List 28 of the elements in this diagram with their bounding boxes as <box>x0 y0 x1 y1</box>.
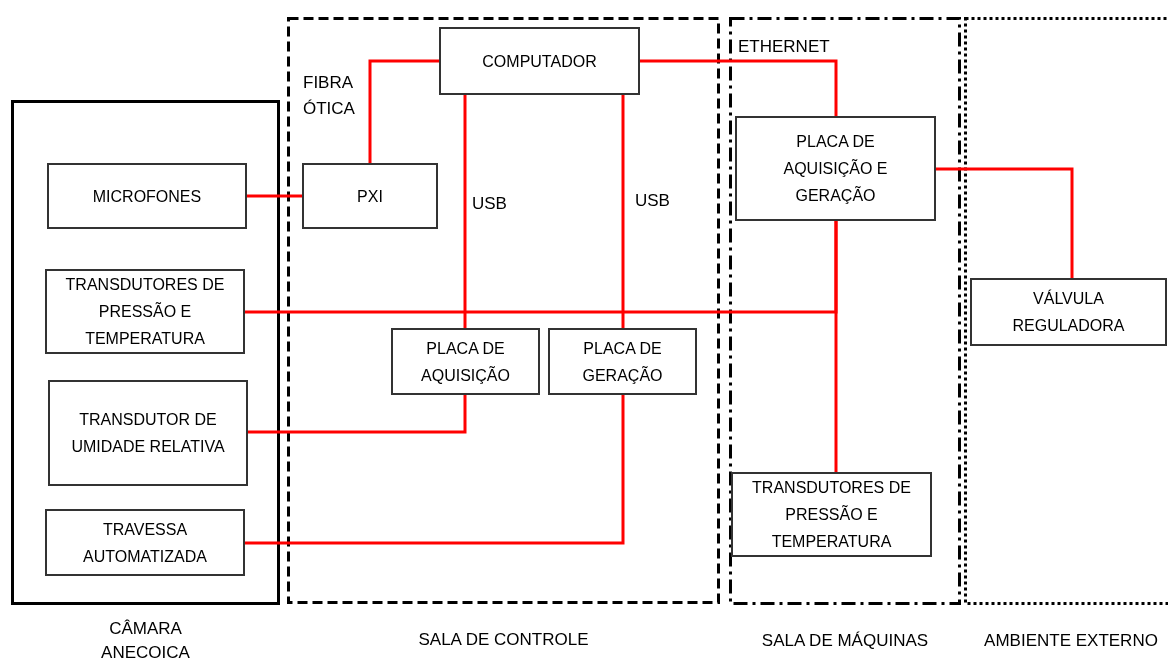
connector-line <box>936 167 1074 278</box>
connector-line <box>640 59 838 116</box>
connector-line <box>463 95 467 328</box>
zone-heading: SALA DE MÁQUINAS <box>760 630 930 652</box>
device-box: TRANSDUTOR DE UMIDADE RELATIVA <box>48 380 248 486</box>
connector-line <box>245 395 625 545</box>
device-box: TRAVESSA AUTOMATIZADA <box>45 509 245 576</box>
connector-line <box>248 395 467 434</box>
edge-label: ETHERNET <box>738 36 831 58</box>
zone-heading: CÂMARA ANECOICA <box>100 618 191 662</box>
device-box: MICROFONES <box>47 163 247 229</box>
connector-line <box>247 194 302 198</box>
device-box: TRANSDUTORES DE PRESSÃO E TEMPERATURA <box>45 269 245 354</box>
device-box: TRANSDUTORES DE PRESSÃO E TEMPERATURA <box>731 472 932 557</box>
connector-line <box>621 95 625 328</box>
edge-label: USB <box>472 193 508 215</box>
zone-heading: AMBIENTE EXTERNO <box>983 630 1159 652</box>
device-box: PXI <box>302 163 438 229</box>
device-box: COMPUTADOR <box>439 27 640 95</box>
edge-label: USB <box>635 190 671 212</box>
connector-line <box>368 59 439 163</box>
device-box: PLACA DE GERAÇÃO <box>548 328 697 395</box>
connector-line <box>834 221 838 472</box>
edge-label: FIBRA ÓTICA <box>303 72 356 120</box>
zone-heading: SALA DE CONTROLE <box>417 629 590 651</box>
device-box: VÁLVULA REGULADORA <box>970 278 1167 346</box>
device-box: PLACA DE AQUISIÇÃO <box>391 328 540 395</box>
device-box: PLACA DE AQUISIÇÃO E GERAÇÃO <box>735 116 936 221</box>
